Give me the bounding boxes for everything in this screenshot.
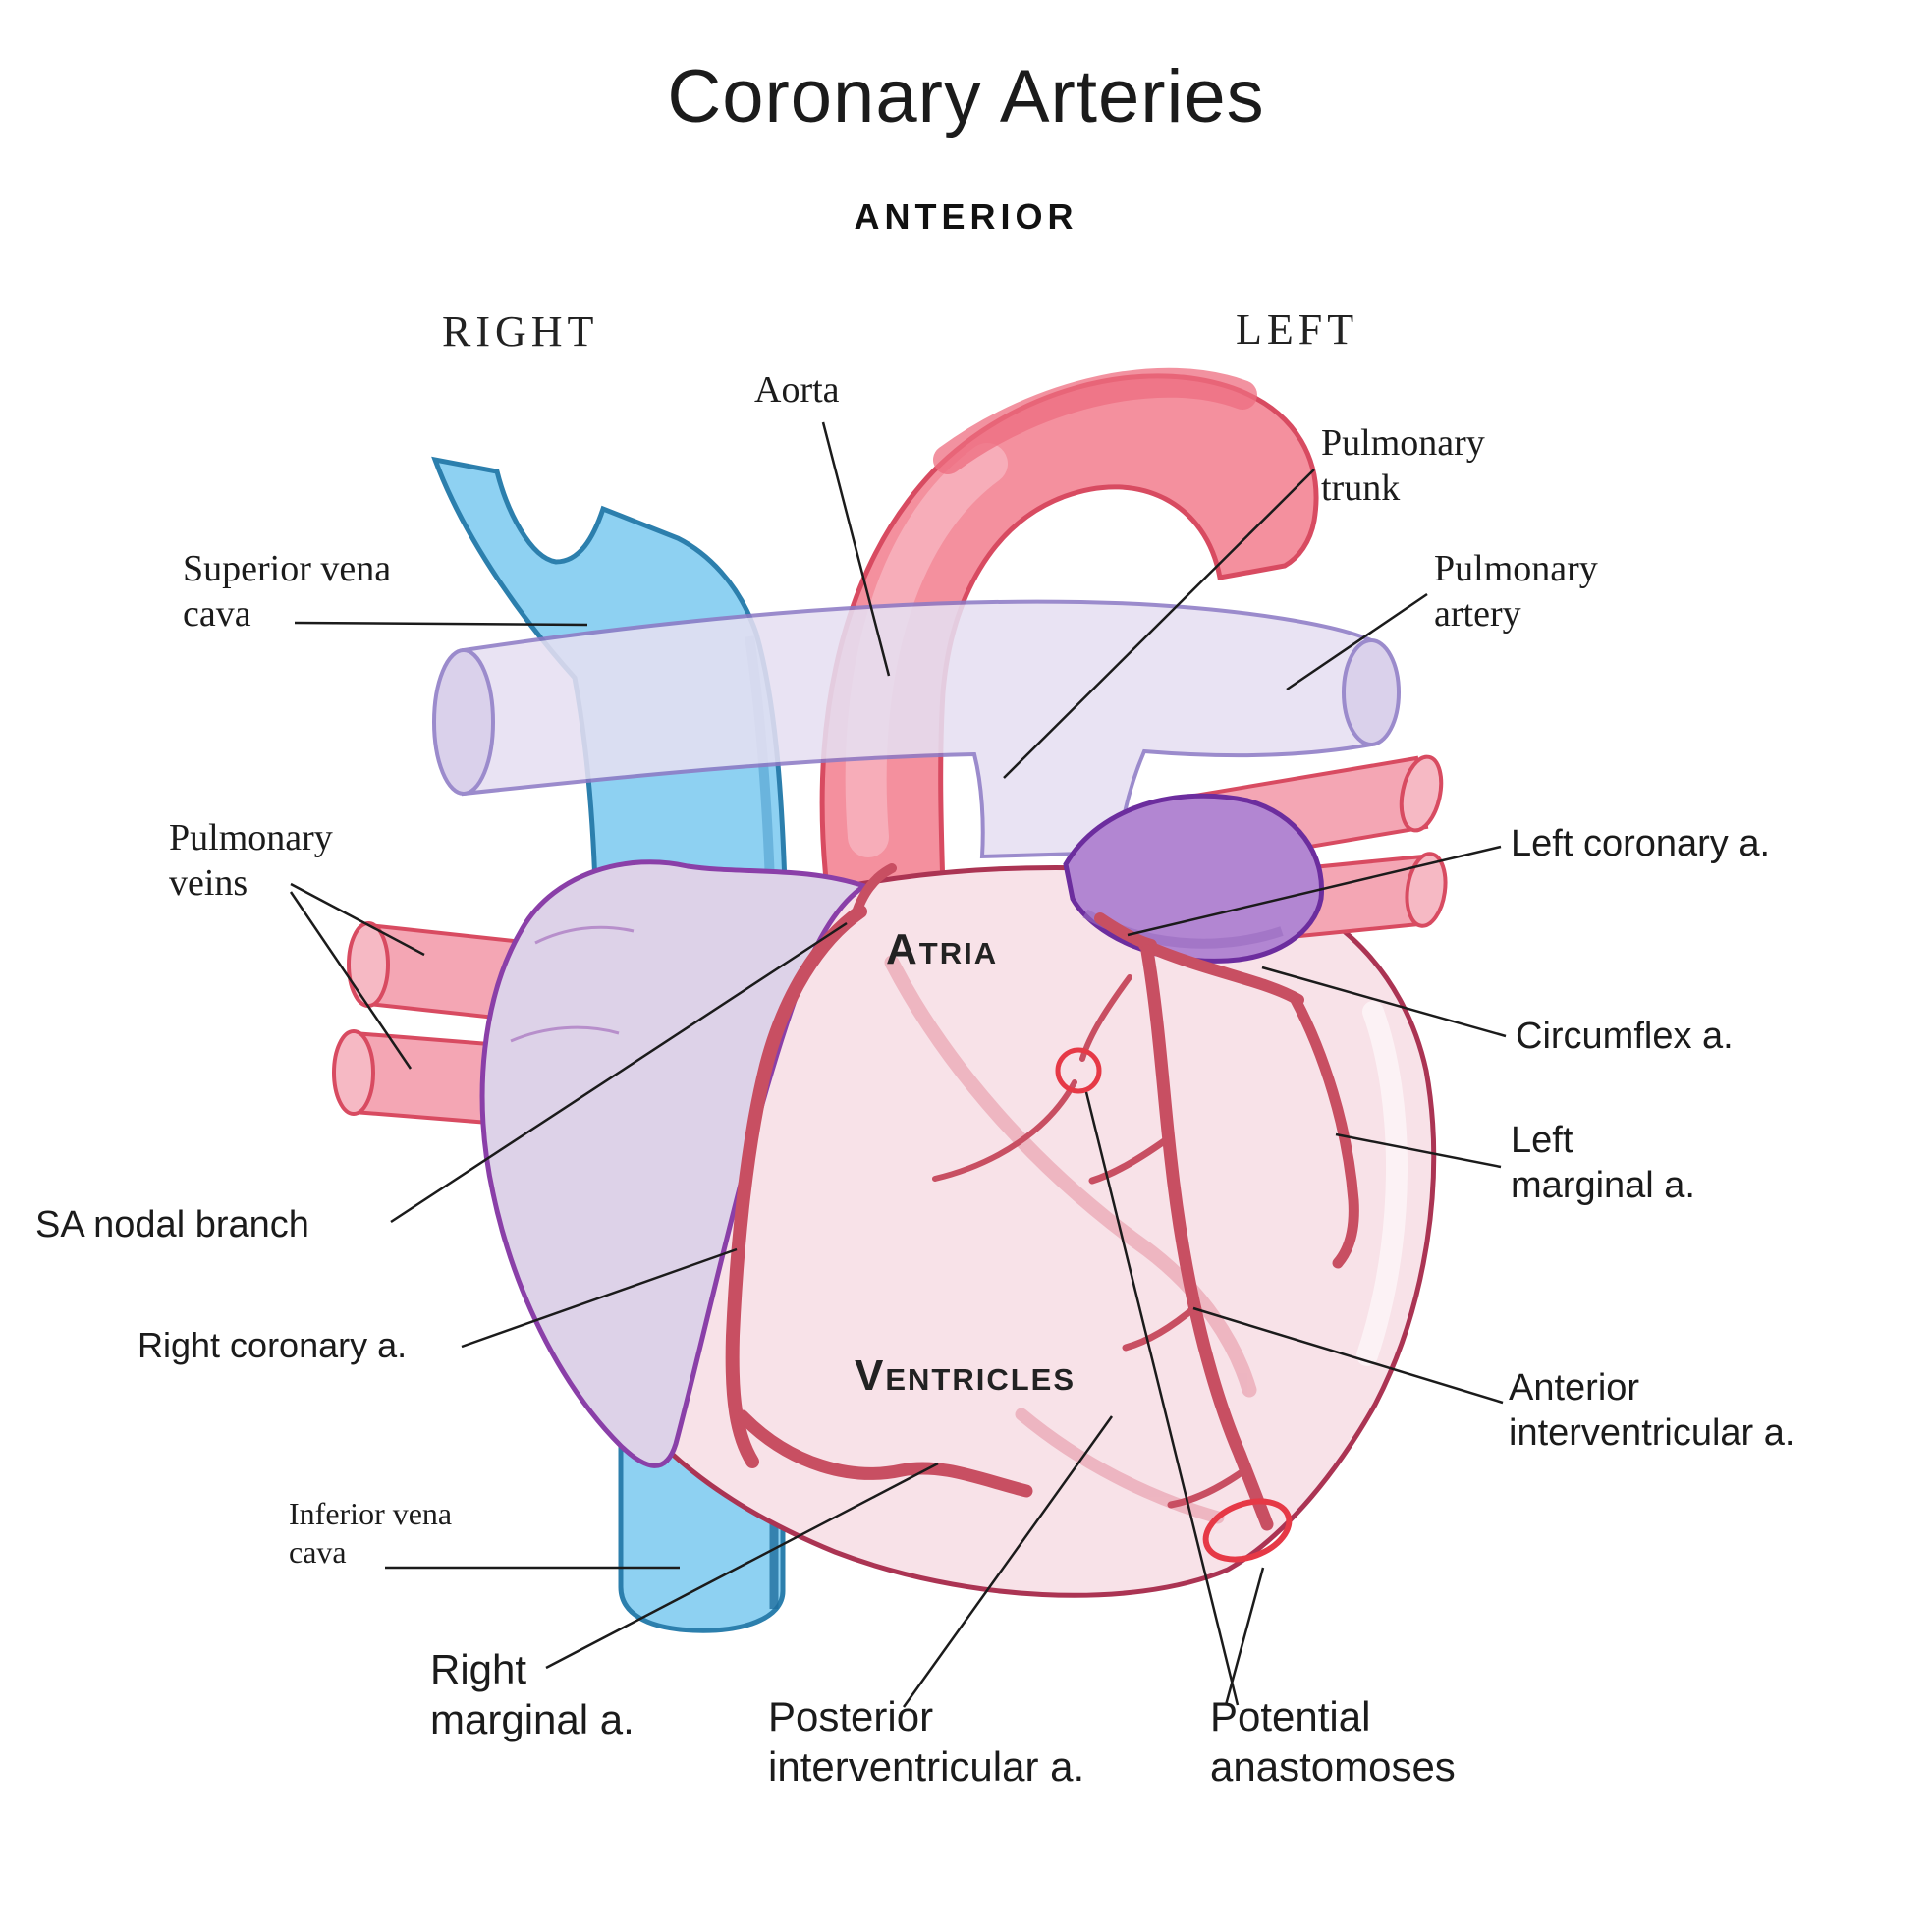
leader-circumflex [1261,966,1507,1038]
right-coronary-artery [725,905,867,1468]
pulmonary-vein-right-upper-cap [1399,754,1444,833]
pulmonary-artery-tube [462,599,1373,859]
label-anterior-interventricular: Anterior interventricular a. [1509,1365,1794,1457]
label-posterior-interventricular-line1: Posterior [768,1693,934,1739]
right-atrium-group [479,859,870,1468]
sa-nodal-branch-vessel [850,863,897,923]
leader-pulmonary-artery [1286,592,1428,691]
leader-left-coronary [1127,845,1502,937]
label-pulmonary-trunk-line2: trunk [1321,468,1401,510]
left-marginal-artery [1289,992,1359,1269]
label-pulmonary-veins-line1: Pulmonary [169,817,333,858]
label-right-marginal-line1: Right [430,1646,527,1692]
pulmonary-artery-left-cap [432,648,495,796]
label-anterior-interventricular-line1: Anterior [1509,1367,1640,1408]
anterior-label: ANTERIOR [854,196,1078,237]
label-inferior-vena-cava-line1: Inferior vena [289,1496,453,1531]
label-inferior-vena-cava: Inferior vena cava [289,1495,452,1572]
label-aorta: Aorta [754,367,840,413]
label-right-coronary-line: Right coronary a. [138,1325,408,1365]
apex-cardiac-vein [1015,1408,1225,1524]
leader-posterior-interventricular [902,1415,1114,1708]
label-left-marginal-line1: Left [1511,1120,1573,1161]
leader-superior-vena-cava [294,621,588,627]
right-marginal-artery [736,1409,1033,1498]
label-sa-nodal: SA nodal branch [35,1202,309,1247]
coronary-arteries-group [725,863,1359,1531]
leader-lines-group [289,421,1507,1708]
region-atria-label: Atria [886,925,999,973]
orientation-right-label: RIGHT [442,307,599,356]
page-title: Coronary Arteries [667,55,1265,138]
leader-right-coronary [461,1247,738,1349]
heart-highlight [1356,1001,1408,1366]
cardiac-veins-group [884,955,1257,1524]
label-potential-anastomoses: Potential anastomoses [1210,1691,1456,1792]
label-potential-anastomoses-line2: anastomoses [1210,1743,1456,1791]
right-atrium-scallop-2 [510,1025,620,1043]
leader-anterior-interventricular [1192,1306,1504,1405]
label-posterior-interventricular: Posterior interventricular a. [768,1691,1084,1792]
label-anterior-interventricular-line2: interventricular a. [1509,1412,1795,1455]
label-pulmonary-artery-line2: artery [1434,593,1521,635]
label-left-marginal-line2: marginal a. [1511,1165,1695,1207]
label-circumflex-line: Circumflex a. [1516,1016,1734,1057]
aorta-top-shade [933,367,1257,474]
circumflex-artery [1138,939,1304,1006]
label-aorta-line: Aorta [754,369,840,411]
pulmonary-artery-right-cap [1342,638,1401,746]
leader-right-marginal [545,1462,939,1670]
label-right-coronary: Right coronary a. [138,1324,407,1367]
label-potential-anastomoses-line1: Potential [1210,1693,1371,1739]
leader-aorta [821,421,891,677]
anastomoses-group [1055,1047,1293,1563]
leader-left-marginal [1335,1132,1502,1169]
leader-pulmonary-vein-upper [290,882,425,957]
great-cardiac-vein [884,955,1257,1398]
pulmonary-artery-group [432,599,1401,859]
label-pulmonary-artery: Pulmonary artery [1434,546,1598,637]
label-circumflex: Circumflex a. [1516,1014,1734,1059]
right-atrium-shape [479,859,870,1468]
label-superior-vena-cava-line1: Superior vena [183,548,392,589]
region-ventricles-label: Ventricles [855,1352,1076,1400]
orientation-left-label: LEFT [1236,305,1359,354]
label-pulmonary-veins: Pulmonary veins [169,815,333,907]
pulmonary-vein-left-upper-cap [347,921,390,1008]
pulmonary-vein-right-lower-cap [1405,852,1448,928]
label-superior-vena-cava-line2: cava [183,593,251,635]
label-right-marginal: Right marginal a. [430,1644,635,1744]
anastomosis-marker-upper [1055,1047,1102,1094]
leader-pulmonary-trunk [1003,469,1315,779]
anastomosis-marker-apex [1202,1498,1293,1563]
right-atrium-scallop-1 [534,925,635,945]
label-superior-vena-cava: Superior vena cava [183,546,391,637]
label-left-coronary-line: Left coronary a. [1511,823,1771,864]
anastomotic-vessel-lower [932,1079,1077,1182]
label-posterior-interventricular-line2: interventricular a. [768,1743,1085,1791]
label-left-marginal: Left marginal a. [1511,1118,1695,1209]
label-pulmonary-trunk: Pulmonary trunk [1321,420,1485,512]
label-pulmonary-artery-line1: Pulmonary [1434,548,1598,589]
label-pulmonary-veins-line2: veins [169,862,248,905]
label-pulmonary-trunk-line1: Pulmonary [1321,422,1485,464]
label-left-coronary: Left coronary a. [1511,821,1770,866]
lad-branch-1 [1088,1135,1171,1185]
leader-pulmonary-vein-lower [289,891,413,1070]
lad-branch-3 [1167,1464,1251,1509]
label-right-marginal-line2: marginal a. [430,1696,635,1743]
label-sa-nodal-line: SA nodal branch [35,1204,309,1245]
pulmonary-vein-left-lower-cap [332,1029,375,1116]
leader-potential-anastomoses-upper [1084,1091,1240,1706]
lad-branch-2 [1122,1302,1200,1352]
leader-sa-nodal [390,921,848,1224]
label-inferior-vena-cava-line2: cava [289,1534,347,1571]
